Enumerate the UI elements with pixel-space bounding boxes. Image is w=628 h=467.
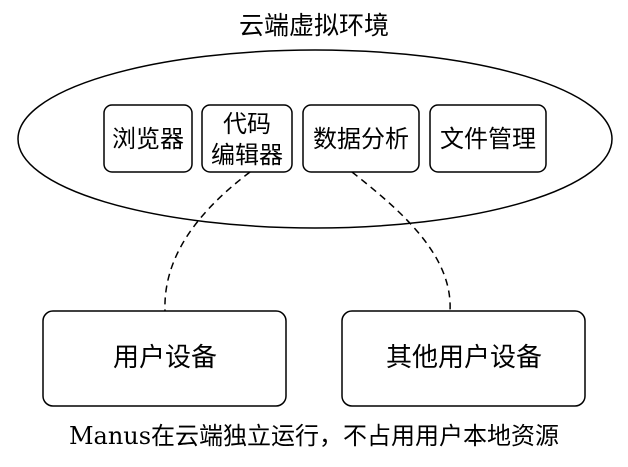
tool-browser-label: 浏览器 — [112, 125, 184, 153]
tool-code-editor-label-line2: 编辑器 — [211, 141, 283, 169]
other-user-devices-box — [341, 310, 586, 407]
tool-data-analysis-label: 数据分析 — [313, 125, 409, 153]
cloud-environment-title: 云端虚拟环境 — [239, 11, 389, 40]
tool-browser-box — [103, 104, 193, 173]
other-user-devices: 其他用户设备 — [341, 310, 586, 407]
tool-code-editor: 代码 编辑器 — [201, 104, 293, 173]
user-device-label: 用户设备 — [113, 343, 217, 373]
other-user-devices-label: 其他用户设备 — [386, 343, 542, 373]
cloud-environment-ellipse — [17, 49, 613, 229]
connector-other-devices — [351, 171, 451, 312]
tool-file-management-box — [429, 104, 547, 173]
tool-browser: 浏览器 — [103, 104, 193, 173]
tool-file-management: 文件管理 — [429, 104, 547, 173]
user-device-box — [42, 310, 287, 407]
tool-data-analysis: 数据分析 — [302, 104, 420, 173]
connector-user-device — [164, 171, 251, 312]
tool-data-analysis-box — [302, 104, 420, 173]
tool-code-editor-box — [201, 104, 293, 173]
user-device: 用户设备 — [42, 310, 287, 407]
tool-code-editor-label-line1: 代码 — [223, 110, 271, 138]
tool-file-management-label: 文件管理 — [440, 125, 536, 153]
diagram-caption: Manus在云端独立运行，不占用用户本地资源 — [69, 422, 559, 450]
